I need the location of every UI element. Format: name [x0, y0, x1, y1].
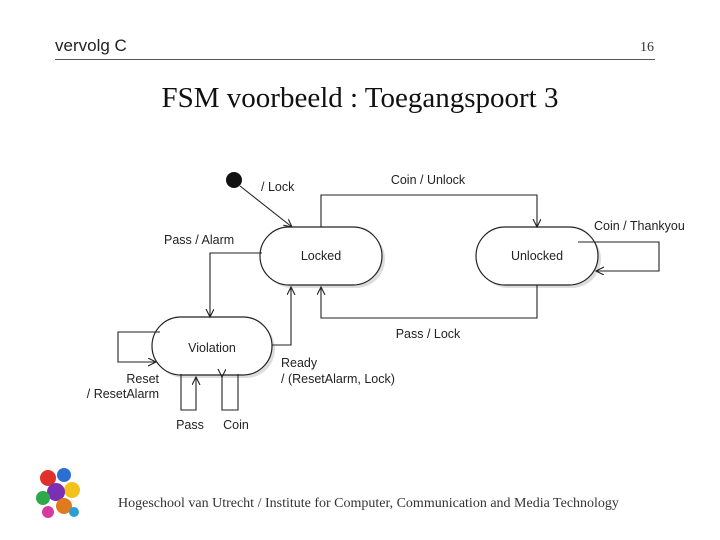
label-pass-alarm: Pass / Alarm: [164, 233, 234, 247]
label-coin-thankyou: Coin / Thankyou: [594, 219, 685, 233]
label-ready: Ready: [281, 356, 318, 370]
page-number: 16: [640, 40, 654, 55]
transition-coin-thankyou: [578, 241, 660, 271]
transition-pass-lock: [321, 285, 538, 319]
footer-institution: Hogeschool van Utrecht / Institute for C…: [118, 496, 619, 511]
label-ready-action: / (ResetAlarm, Lock): [281, 372, 395, 386]
section-label: vervolg C: [55, 36, 127, 55]
state-locked-label: Locked: [301, 249, 341, 263]
label-pass: Pass: [176, 418, 204, 432]
initial-state-dot: [226, 172, 242, 188]
label-coin: Coin: [223, 418, 249, 432]
label-reset-action: / ResetAlarm: [87, 387, 159, 401]
transition-initial: [239, 185, 292, 227]
transition-reset: [117, 331, 160, 362]
label-pass-lock: Pass / Lock: [396, 327, 461, 341]
header-divider: [55, 59, 655, 60]
label-reset: Reset: [126, 372, 159, 386]
state-violation-label: Violation: [188, 341, 236, 355]
transition-pass-alarm: [210, 252, 262, 317]
transition-pass: [180, 374, 196, 411]
school-logo-icon: [36, 468, 80, 518]
transition-ready: [272, 287, 291, 346]
state-unlocked-label: Unlocked: [511, 249, 563, 263]
transition-coin: [222, 374, 239, 411]
label-initial: / Lock: [261, 180, 295, 194]
slide-title: FSM voorbeeld : Toegangspoort 3: [161, 82, 559, 114]
transition-coin-unlock: [320, 194, 537, 227]
label-coin-unlock: Coin / Unlock: [391, 173, 466, 187]
